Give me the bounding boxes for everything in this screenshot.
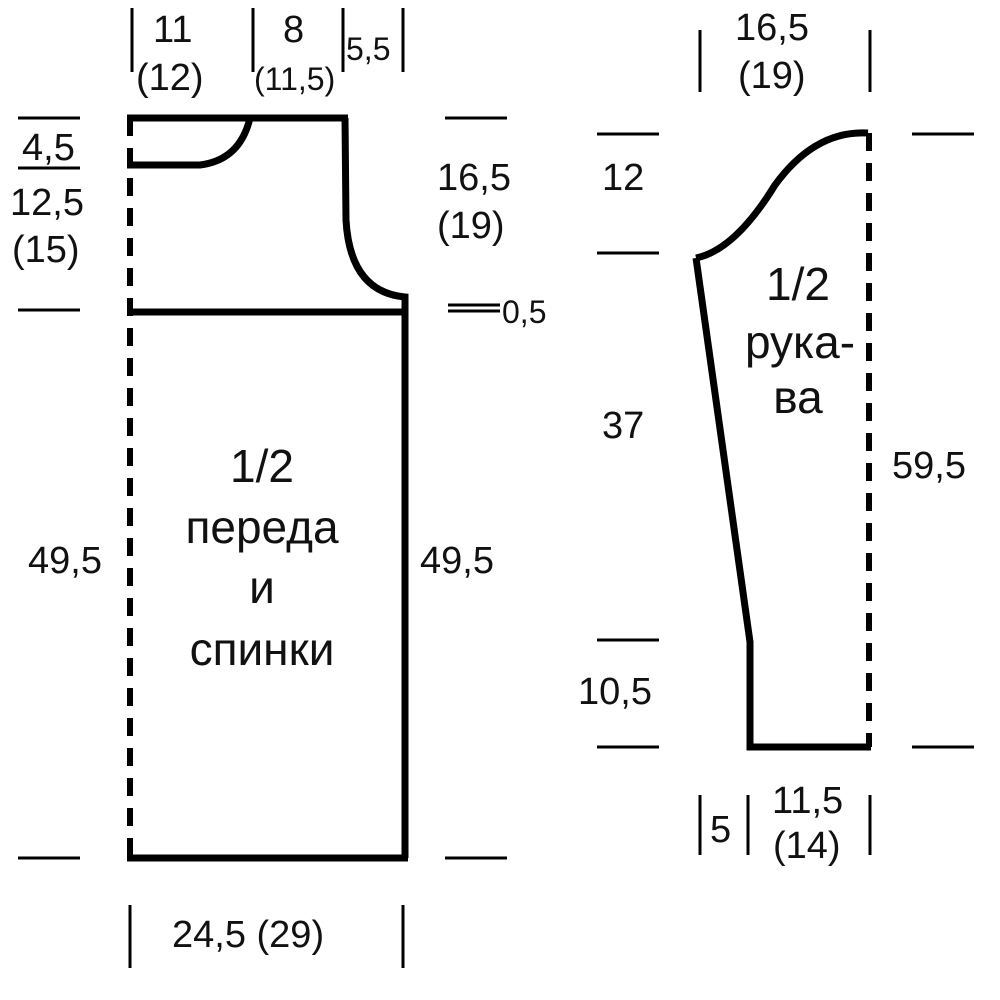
label-neck-width-alt: (11,5): [254, 61, 335, 97]
label-neck-depth: 4,5: [22, 127, 75, 169]
label-sleeve-top-width-alt: (19): [738, 55, 806, 97]
label-armhole-height-left-alt: (15): [12, 229, 80, 271]
body-title-line: переда: [185, 501, 338, 553]
label-shoulder-offset: 0,5: [502, 294, 546, 330]
label-body-length-left: 49,5: [28, 540, 102, 582]
label-sleeve-bottom-offset: 5: [710, 809, 731, 851]
body-dimension-ticks: [18, 8, 507, 968]
label-body-length-right: 49,5: [420, 540, 494, 582]
label-sleeve-bottom-width-alt: (14): [773, 825, 841, 867]
label-sleeve-top-width: 16,5: [735, 7, 809, 49]
label-bottom-width: 24,5 (29): [172, 914, 324, 956]
label-sleeve-cap-height: 12: [602, 157, 644, 199]
label-armhole-height-right: 16,5: [437, 157, 511, 199]
label-sleeve-taper-length: 37: [602, 405, 644, 447]
sleeve-title-line: рука-: [745, 316, 855, 368]
label-armhole-height-left: 12,5: [10, 182, 84, 224]
body-title-line: спинки: [190, 623, 335, 675]
label-sleeve-bottom-width: 11,5: [772, 780, 843, 822]
label-armhole-height-right-alt: (19): [437, 205, 505, 247]
label-armhole-width: 5,5: [346, 31, 390, 67]
body-neckline: [127, 117, 254, 169]
sleeve-title-line: 1/2: [766, 258, 830, 310]
label-sleeve-cuff-length: 10,5: [578, 671, 652, 713]
label-shoulder-width: 11: [153, 9, 192, 51]
label-sleeve-total-length: 59,5: [892, 445, 966, 487]
sleeve-cap-curve: [695, 129, 869, 262]
sleeve-title-line: ва: [773, 371, 823, 423]
body-piece-outline: [127, 114, 409, 862]
sleeve-side-line: [692, 257, 871, 751]
sleeve-piece-title: 1/2 рука- ва: [745, 258, 855, 423]
body-armhole-side: [341, 117, 409, 858]
body-title-line: и: [249, 561, 275, 613]
sleeve-piece-outline: [692, 129, 872, 751]
body-title-line: 1/2: [230, 440, 294, 492]
label-shoulder-width-alt: (12): [136, 57, 204, 99]
label-neck-width: 8: [283, 9, 304, 51]
sleeve-dimension-ticks: [597, 30, 974, 855]
body-piece-title: 1/2 переда и спинки: [185, 440, 338, 675]
